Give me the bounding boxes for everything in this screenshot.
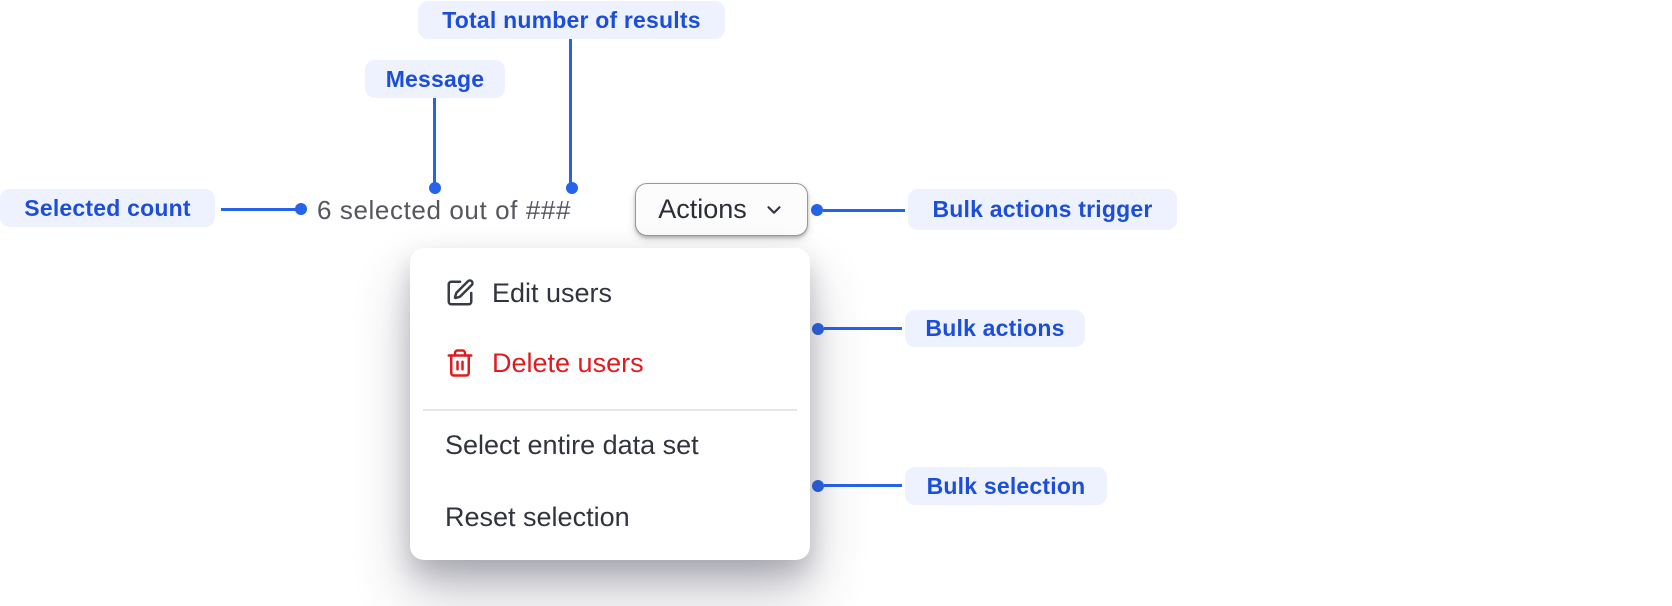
callout-selected-count: Selected count	[0, 189, 215, 227]
bulk-actions-menu: Edit users Delete users Select entire da…	[410, 248, 810, 560]
callout-bulk-actions-trigger: Bulk actions trigger	[908, 189, 1177, 230]
callout-message: Message	[365, 60, 505, 98]
connector-dot-message	[429, 182, 441, 194]
menu-item-label: Reset selection	[445, 501, 630, 532]
menu-item-select-entire-data-set[interactable]: Select entire data set	[445, 422, 796, 468]
connector-line-bulk-selection	[824, 484, 902, 487]
callout-total-results: Total number of results	[418, 1, 725, 39]
menu-item-label: Delete users	[492, 347, 644, 378]
connector-dot-selected-count	[295, 203, 307, 215]
menu-divider	[423, 409, 797, 411]
callout-bulk-actions: Bulk actions	[905, 310, 1085, 347]
menu-item-label: Edit users	[492, 277, 613, 308]
connector-line-bulk-actions	[824, 327, 902, 330]
connector-dot-bulk-selection	[812, 480, 824, 492]
connector-line-bulk-actions-trigger	[823, 209, 905, 212]
callout-bulk-selection: Bulk selection	[905, 467, 1107, 505]
connector-dot-total-results	[566, 182, 578, 194]
connector-dot-bulk-actions-trigger	[811, 204, 823, 216]
connector-line-total-results	[569, 39, 572, 184]
chevron-down-icon	[763, 199, 785, 221]
connector-line-selected-count	[221, 208, 297, 211]
edit-icon	[445, 278, 475, 308]
connector-dot-bulk-actions	[812, 323, 824, 335]
menu-item-reset-selection[interactable]: Reset selection	[445, 494, 796, 540]
bulk-actions-trigger-label: Actions	[658, 194, 747, 224]
connector-line-message	[433, 98, 436, 184]
trash-icon	[445, 348, 475, 378]
selection-message: 6 selected out of ###	[317, 195, 572, 225]
bulk-actions-trigger-button[interactable]: Actions	[635, 183, 808, 236]
menu-item-edit-users[interactable]: Edit users	[445, 270, 796, 316]
menu-item-delete-users[interactable]: Delete users	[445, 340, 796, 386]
menu-item-label: Select entire data set	[445, 429, 699, 460]
